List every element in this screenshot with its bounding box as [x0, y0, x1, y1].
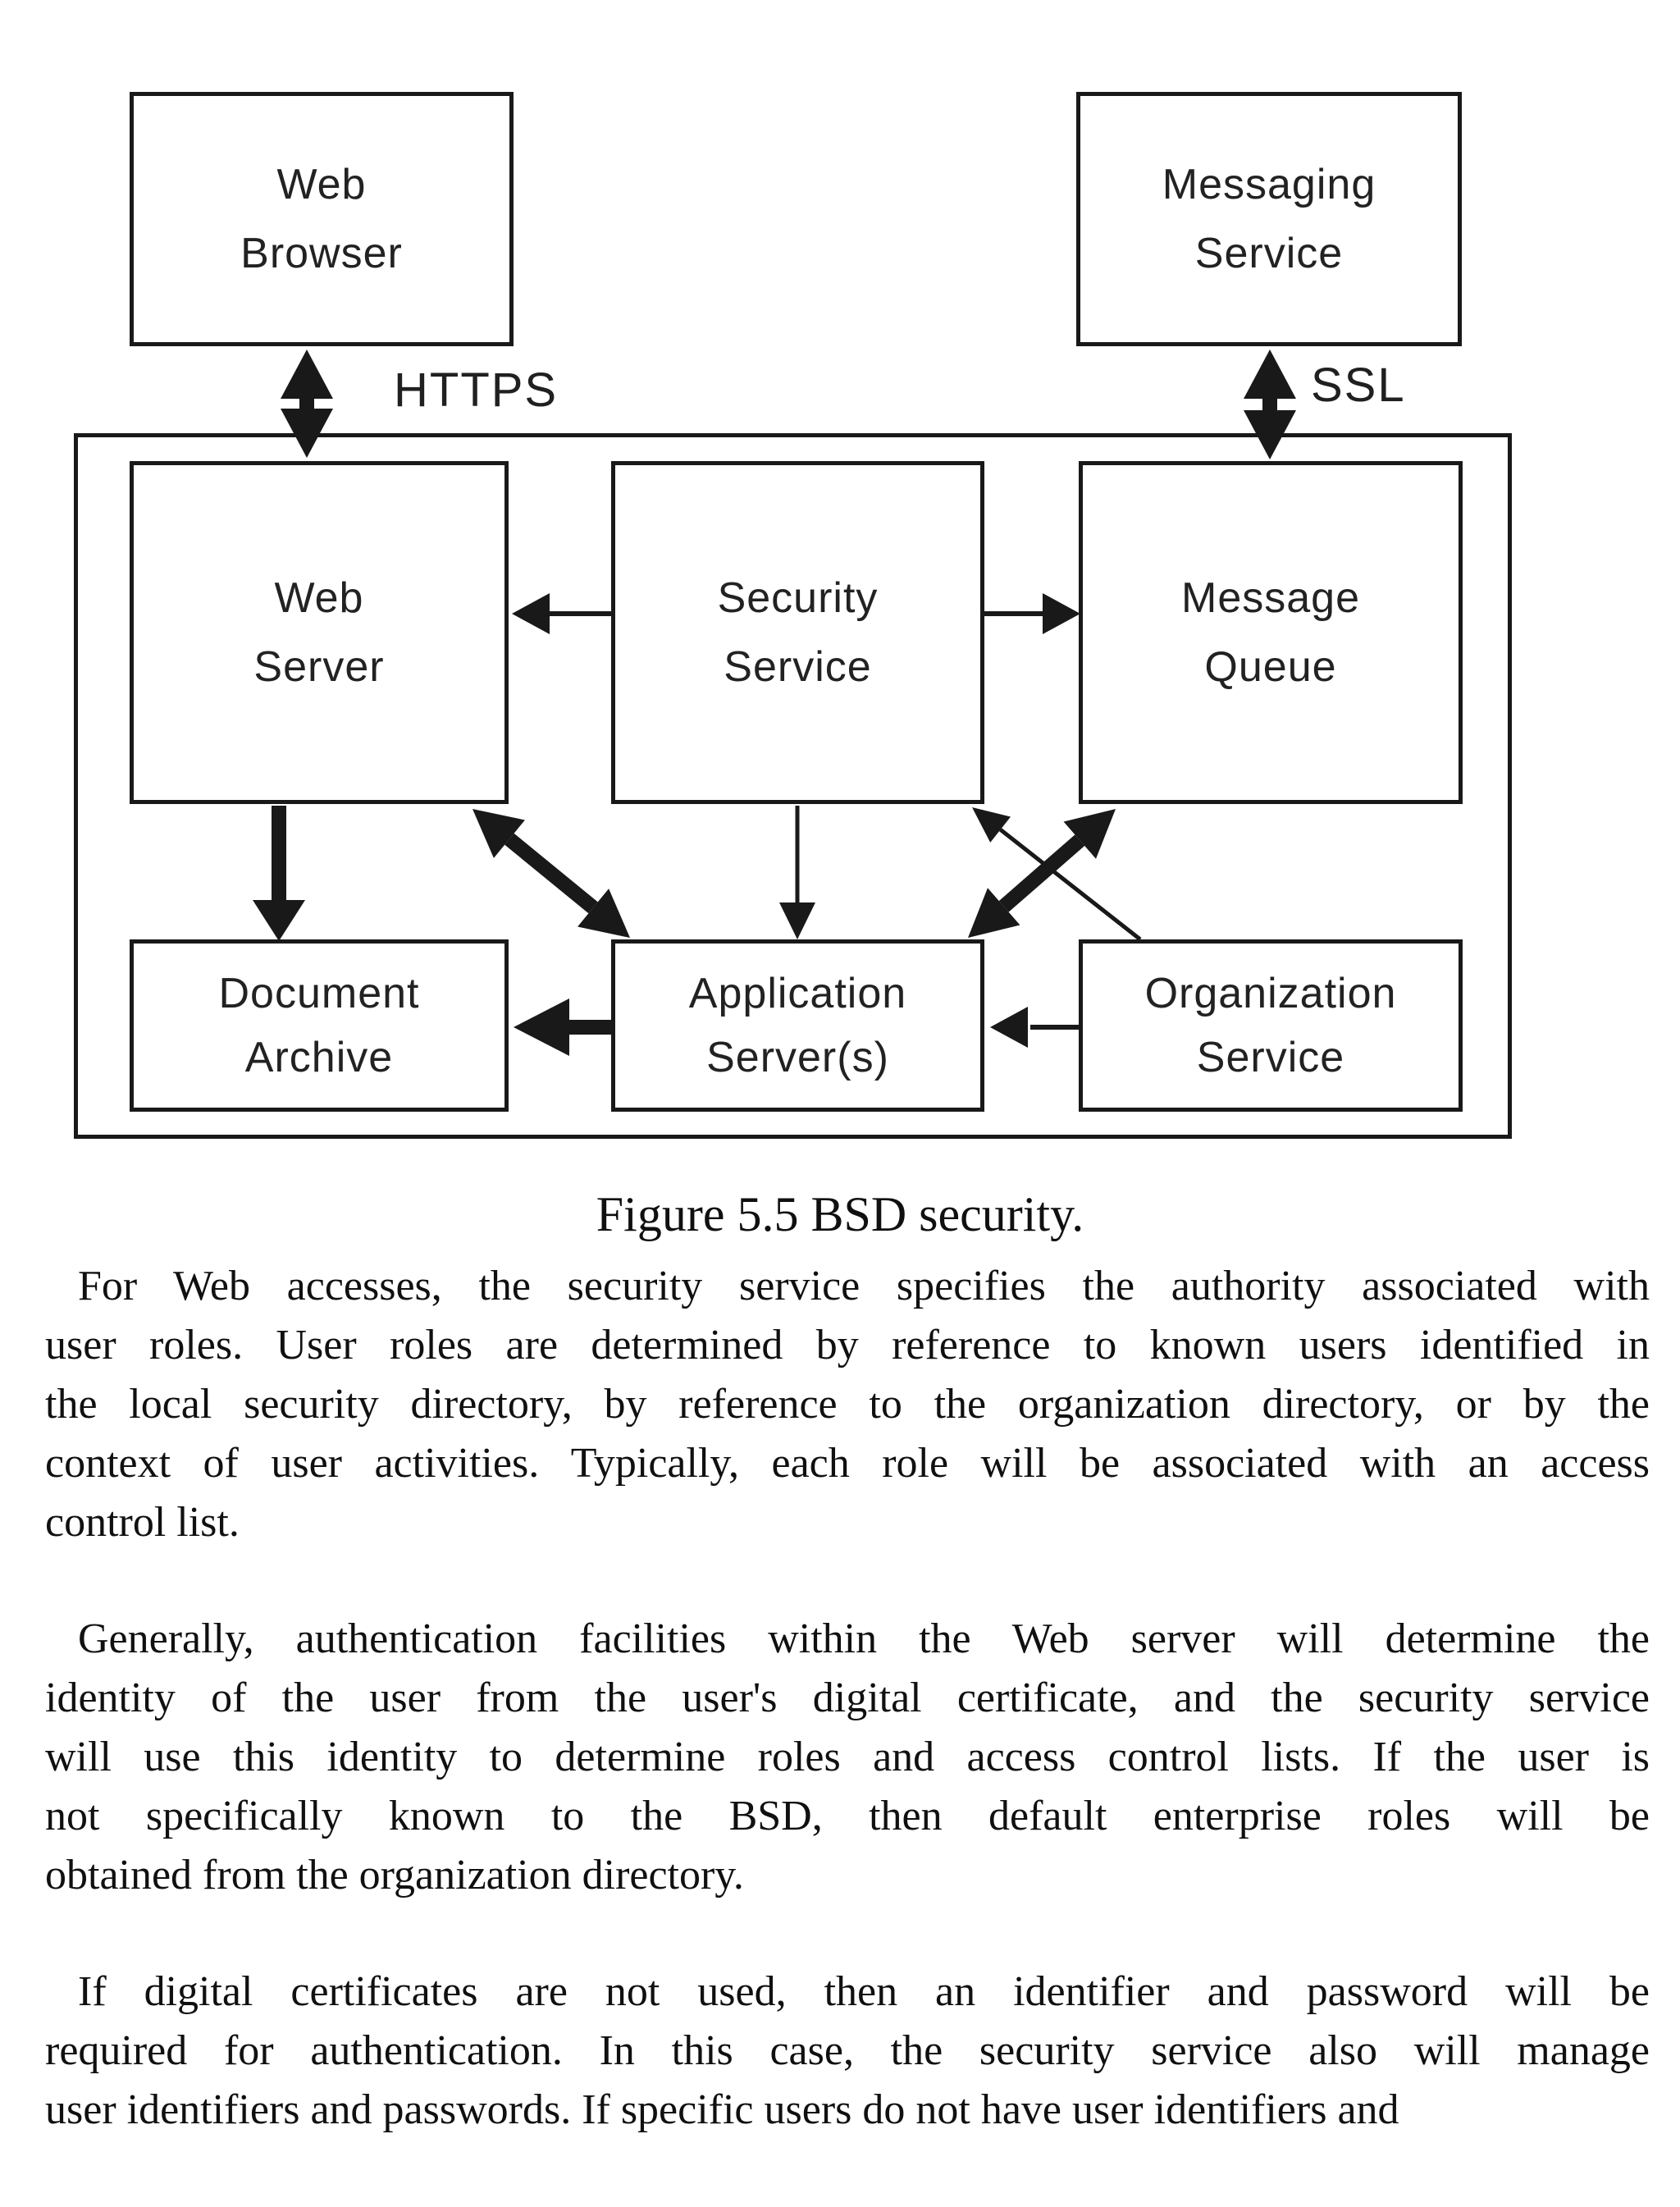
node-security-service: Security Service: [611, 461, 984, 804]
paragraph: If digital certificates are not used, th…: [45, 1963, 1650, 2140]
paragraph: For Web accesses, the security service s…: [45, 1257, 1650, 1552]
node-messaging-service: Messaging Service: [1076, 92, 1462, 346]
node-label: Message: [1181, 574, 1360, 622]
text-line: context of user activities. Typically, e…: [45, 1440, 1650, 1487]
node-label: Queue: [1204, 643, 1337, 691]
text-line: Generally, authentication facilities wit…: [78, 1615, 1650, 1662]
text-line: user roles. User roles are determined by…: [45, 1322, 1650, 1369]
node-label: Server(s): [706, 1034, 889, 1081]
node-label: Web: [276, 161, 367, 208]
node-label: Server: [253, 643, 385, 691]
body-text: For Web accesses, the security service s…: [45, 1257, 1650, 2197]
text-line: required for authentication. In this cas…: [45, 2027, 1650, 2074]
text-line: user identifiers and passwords. If speci…: [45, 2086, 1399, 2133]
text-line: not specifically known to the BSD, then …: [45, 1793, 1650, 1839]
text-line: obtained from the organization directory…: [45, 1852, 744, 1899]
node-label: Service: [1196, 1034, 1345, 1081]
paragraph: Generally, authentication facilities wit…: [45, 1610, 1650, 1905]
node-label: Application: [688, 970, 907, 1017]
figure-diagram: Web Browser Messaging Service Web Server…: [74, 92, 1512, 1139]
node-message-queue: Message Queue: [1079, 461, 1463, 804]
node-label: Document: [218, 970, 420, 1017]
node-web-browser: Web Browser: [130, 92, 514, 346]
text-line: identity of the user from the user's dig…: [45, 1675, 1650, 1721]
bsd-system-boundary: [74, 433, 1512, 1139]
text-line: will use this identity to determine role…: [45, 1734, 1650, 1780]
node-label: Service: [724, 643, 872, 691]
node-label: Organization: [1144, 970, 1397, 1017]
node-application-servers: Application Server(s): [611, 939, 984, 1112]
node-label: Security: [717, 574, 879, 622]
node-label: Browser: [240, 230, 403, 277]
edge-label-https: HTTPS: [394, 363, 559, 417]
node-document-archive: Document Archive: [130, 939, 509, 1112]
node-label: Messaging: [1162, 161, 1376, 208]
text-line: For Web accesses, the security service s…: [78, 1263, 1650, 1309]
edge-label-ssl: SSL: [1311, 359, 1406, 412]
node-web-server: Web Server: [130, 461, 509, 804]
text-line: the local security directory, by referen…: [45, 1381, 1650, 1428]
node-label: Service: [1194, 230, 1344, 277]
figure-caption: Figure 5.5 BSD security.: [596, 1187, 1084, 1241]
text-line: If digital certificates are not used, th…: [78, 1968, 1650, 2015]
node-label: Web: [274, 574, 364, 622]
node-organization-service: Organization Service: [1079, 939, 1463, 1112]
node-label: Archive: [244, 1034, 394, 1081]
text-line: control list.: [45, 1499, 240, 1546]
